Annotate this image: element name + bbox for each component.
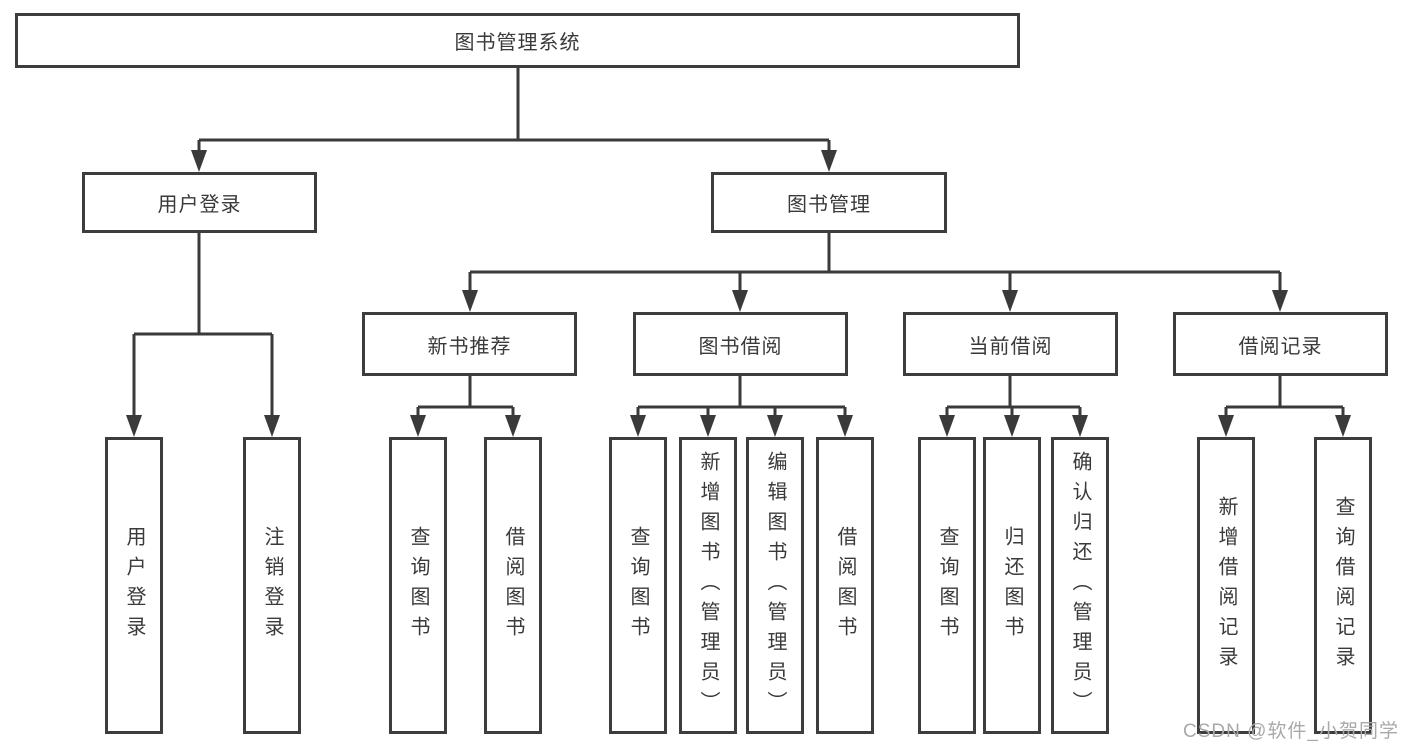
- node-borrow-records: 借阅记录: [1173, 312, 1388, 376]
- node-book-management: 图书管理: [711, 172, 947, 233]
- leaf-borrow-books-recommend-label: 借阅图书: [502, 525, 524, 646]
- leaf-return-books: 归还图书: [983, 437, 1041, 734]
- leaf-edit-books-admin-label: 编辑图书（管理员）: [764, 450, 786, 721]
- leaf-borrow-books-label: 借阅图书: [834, 525, 856, 646]
- leaf-query-books-recommend-label: 查询图书: [407, 525, 429, 646]
- node-book-management-label: 图书管理: [787, 194, 871, 216]
- node-root-label: 图书管理系统: [454, 32, 581, 54]
- node-borrow-records-label: 借阅记录: [1238, 335, 1323, 358]
- leaf-edit-books-admin: 编辑图书（管理员）: [746, 437, 804, 734]
- leaf-confirm-return-admin-label: 确认归还（管理员）: [1069, 450, 1091, 721]
- node-new-book-recommend-label: 新书推荐: [427, 335, 512, 358]
- leaf-return-books-label: 归还图书: [1001, 525, 1023, 646]
- node-new-book-recommend: 新书推荐: [362, 312, 577, 376]
- leaf-logout: 注销登录: [243, 437, 301, 734]
- leaf-add-borrow-record: 新增借阅记录: [1197, 437, 1255, 734]
- watermark: CSDN @软件_小贺同学: [1183, 721, 1399, 742]
- leaf-add-books-admin-label: 新增图书（管理员）: [697, 450, 719, 721]
- leaf-user-login: 用户登录: [105, 437, 163, 734]
- leaf-user-login-label: 用户登录: [123, 525, 145, 646]
- node-root-system: 图书管理系统: [15, 13, 1020, 68]
- leaf-query-books-recommend: 查询图书: [389, 437, 447, 734]
- node-current-borrow-label: 当前借阅: [968, 335, 1053, 358]
- leaf-query-books-borrow: 查询图书: [609, 437, 667, 734]
- leaf-borrow-books: 借阅图书: [816, 437, 874, 734]
- leaf-query-books-current-label: 查询图书: [936, 525, 958, 646]
- leaf-borrow-books-recommend: 借阅图书: [484, 437, 542, 734]
- node-current-borrow: 当前借阅: [903, 312, 1118, 376]
- node-book-borrow: 图书借阅: [633, 312, 848, 376]
- leaf-add-borrow-record-label: 新增借阅记录: [1215, 495, 1237, 676]
- leaf-query-books-current: 查询图书: [918, 437, 976, 734]
- leaf-query-borrow-record: 查询借阅记录: [1314, 437, 1372, 734]
- leaf-confirm-return-admin: 确认归还（管理员）: [1051, 437, 1109, 734]
- node-user-login: 用户登录: [82, 172, 317, 233]
- leaf-query-books-borrow-label: 查询图书: [627, 525, 649, 646]
- leaf-query-borrow-record-label: 查询借阅记录: [1332, 495, 1354, 676]
- leaf-add-books-admin: 新增图书（管理员）: [679, 437, 737, 734]
- node-user-login-label: 用户登录: [157, 194, 242, 216]
- node-book-borrow-label: 图书借阅: [698, 335, 783, 358]
- leaf-logout-label: 注销登录: [261, 525, 283, 646]
